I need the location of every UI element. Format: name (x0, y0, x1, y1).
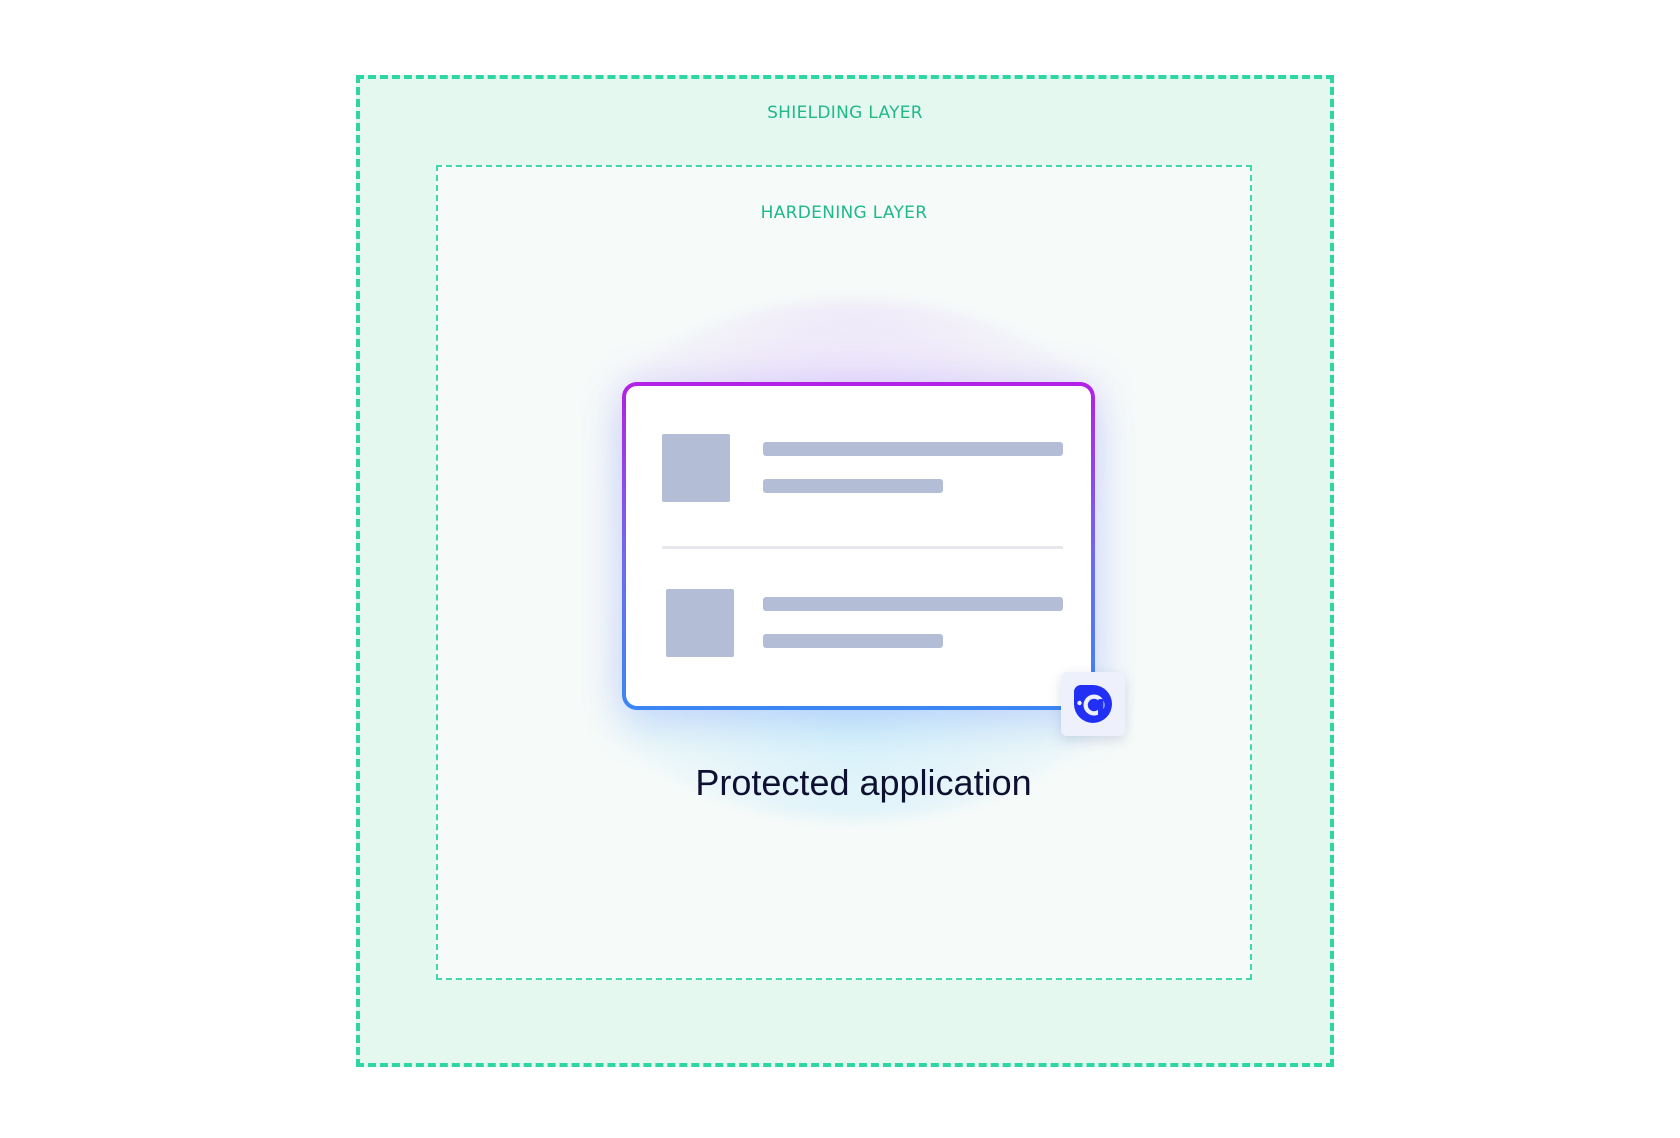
placeholder-text-line (763, 597, 1063, 611)
protected-application-caption: Protected application (695, 762, 1032, 803)
hardening-layer-label: HARDENING LAYER (760, 203, 928, 223)
appdome-logo-badge (1061, 672, 1125, 736)
shielding-layer-label: SHIELDING LAYER (767, 103, 923, 123)
list-divider (662, 546, 1063, 549)
protected-application-card (622, 382, 1095, 710)
appdome-logo-icon (1074, 685, 1112, 723)
placeholder-text-line (763, 442, 1063, 456)
application-window (626, 386, 1091, 706)
placeholder-image (662, 434, 730, 502)
placeholder-image (666, 589, 734, 657)
placeholder-text-line (763, 479, 943, 493)
hardening-layer: HARDENING LAYER (436, 165, 1252, 980)
placeholder-text-line (763, 634, 943, 648)
